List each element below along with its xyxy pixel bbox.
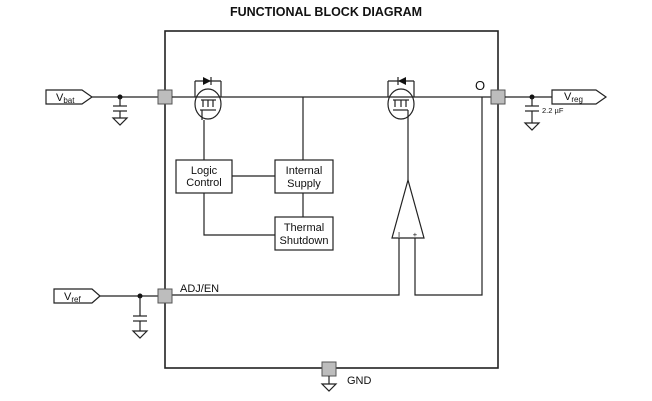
opamp-minus: I [398,230,400,239]
vbat-capacitor [113,97,127,118]
vbat-port: Vbat [45,89,94,105]
vreg-label: Vreg [564,91,583,104]
error-amplifier: I + [391,177,425,239]
svg-text:Shutdown: Shutdown [280,235,329,247]
svg-text:Supply: Supply [287,178,321,190]
diode-icon [398,77,406,85]
vreg-pin [490,89,506,105]
logic-thermal-wire [203,193,275,236]
adj-en-label: ADJ/EN [180,283,219,295]
gnd-pin [321,361,337,377]
mosfet-1 [194,77,222,120]
opamp-plus: + [413,230,418,239]
adj-feedback-wire [172,238,400,296]
internal-supply-block: Internal Supply [274,159,334,194]
ground-icon [131,330,149,339]
adj-en-pin [157,288,173,304]
output-pin-label: O [475,78,485,93]
thermal-shutdown-block: Thermal Shutdown [274,216,334,251]
gnd-label: GND [347,375,372,387]
ground-icon [523,122,541,131]
svg-text:Thermal: Thermal [284,222,324,234]
diode-icon [203,77,211,85]
ground-icon [320,383,338,392]
ground-icon [111,117,129,126]
capacitor-value: 2.2 µF [542,106,564,115]
vreg-port: Vreg [551,89,608,105]
vref-label: Vref [64,291,81,304]
svg-text:Internal: Internal [286,165,323,177]
output-sense-wire [414,97,483,296]
logic-control-block: Logic Control [175,159,233,194]
vbat-label: Vbat [56,92,75,105]
mosfet-2 [387,77,415,180]
vref-port: Vref [53,288,101,304]
vref-capacitor [133,296,147,331]
diagram-title: FUNCTIONAL BLOCK DIAGRAM [230,5,422,19]
svg-text:Logic: Logic [191,165,218,177]
vbat-pin [157,89,173,105]
svg-text:Control: Control [186,177,221,189]
vreg-capacitor [525,97,539,123]
